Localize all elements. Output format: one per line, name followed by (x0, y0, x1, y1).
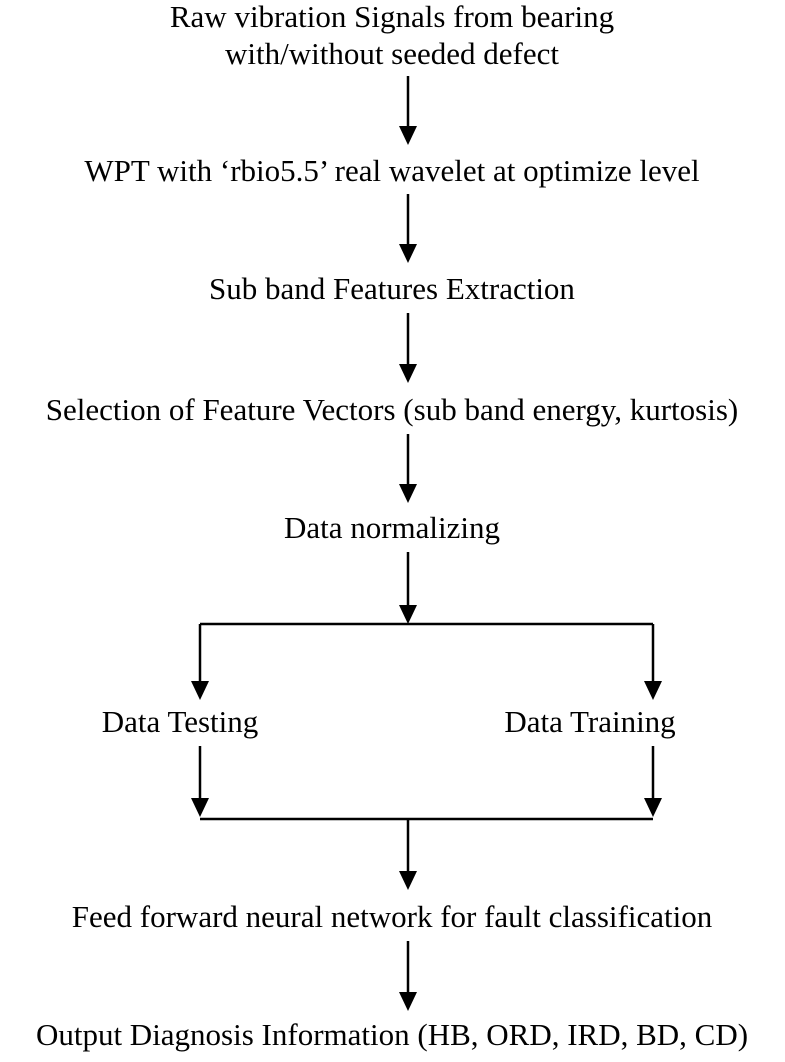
step-testing: Data Testing (102, 704, 259, 739)
arrow-wpt-to-extraction (399, 194, 417, 263)
arrow-merge-to-classification (399, 819, 417, 890)
arrow-raw-to-wpt (399, 76, 417, 145)
arrow-selection-to-normalizing (399, 434, 417, 503)
step-raw-signals-line2: with/without seeded defect (225, 36, 559, 71)
step-feature-selection: Selection of Feature Vectors (sub band e… (46, 392, 738, 427)
step-classification: Feed forward neural network for fault cl… (72, 899, 713, 934)
split-connector (191, 622, 662, 700)
merge-connector (191, 746, 662, 821)
arrow-extraction-to-selection (399, 313, 417, 383)
step-raw-signals-line1: Raw vibration Signals from bearing (170, 0, 614, 34)
step-normalizing: Data normalizing (284, 510, 500, 545)
step-training: Data Training (504, 704, 675, 739)
arrow-classification-to-output (399, 941, 417, 1011)
arrow-normalizing-to-split (399, 552, 417, 624)
step-output: Output Diagnosis Information (HB, ORD, I… (36, 1017, 748, 1052)
step-feature-extraction: Sub band Features Extraction (209, 271, 575, 306)
step-wpt: WPT with ‘rbio5.5’ real wavelet at optim… (84, 153, 699, 188)
